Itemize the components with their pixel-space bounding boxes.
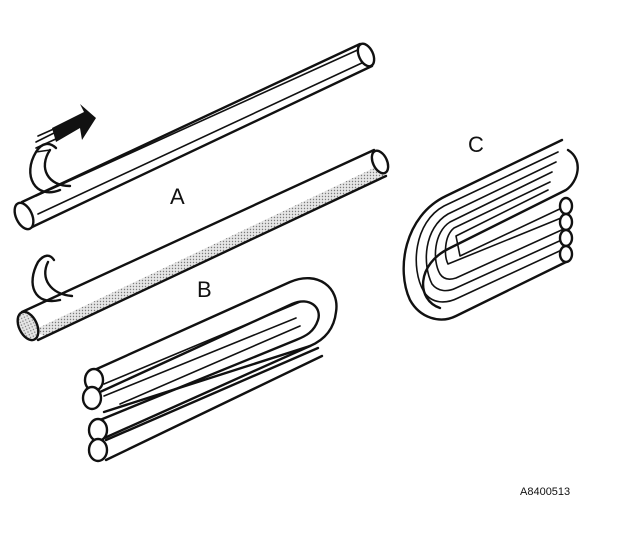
figure-code: A8400513 (520, 486, 570, 498)
label-b: B (197, 277, 212, 302)
figure-b: B (81, 277, 338, 463)
arrow-icon (35, 104, 96, 149)
tape-curl-a (29, 142, 72, 194)
tube-a-lower (16, 148, 390, 342)
tube-a-upper (13, 42, 376, 231)
figure-a: A (13, 42, 376, 231)
figure-c: C (402, 132, 579, 321)
label-a: A (170, 184, 185, 209)
label-c: C (468, 132, 484, 157)
